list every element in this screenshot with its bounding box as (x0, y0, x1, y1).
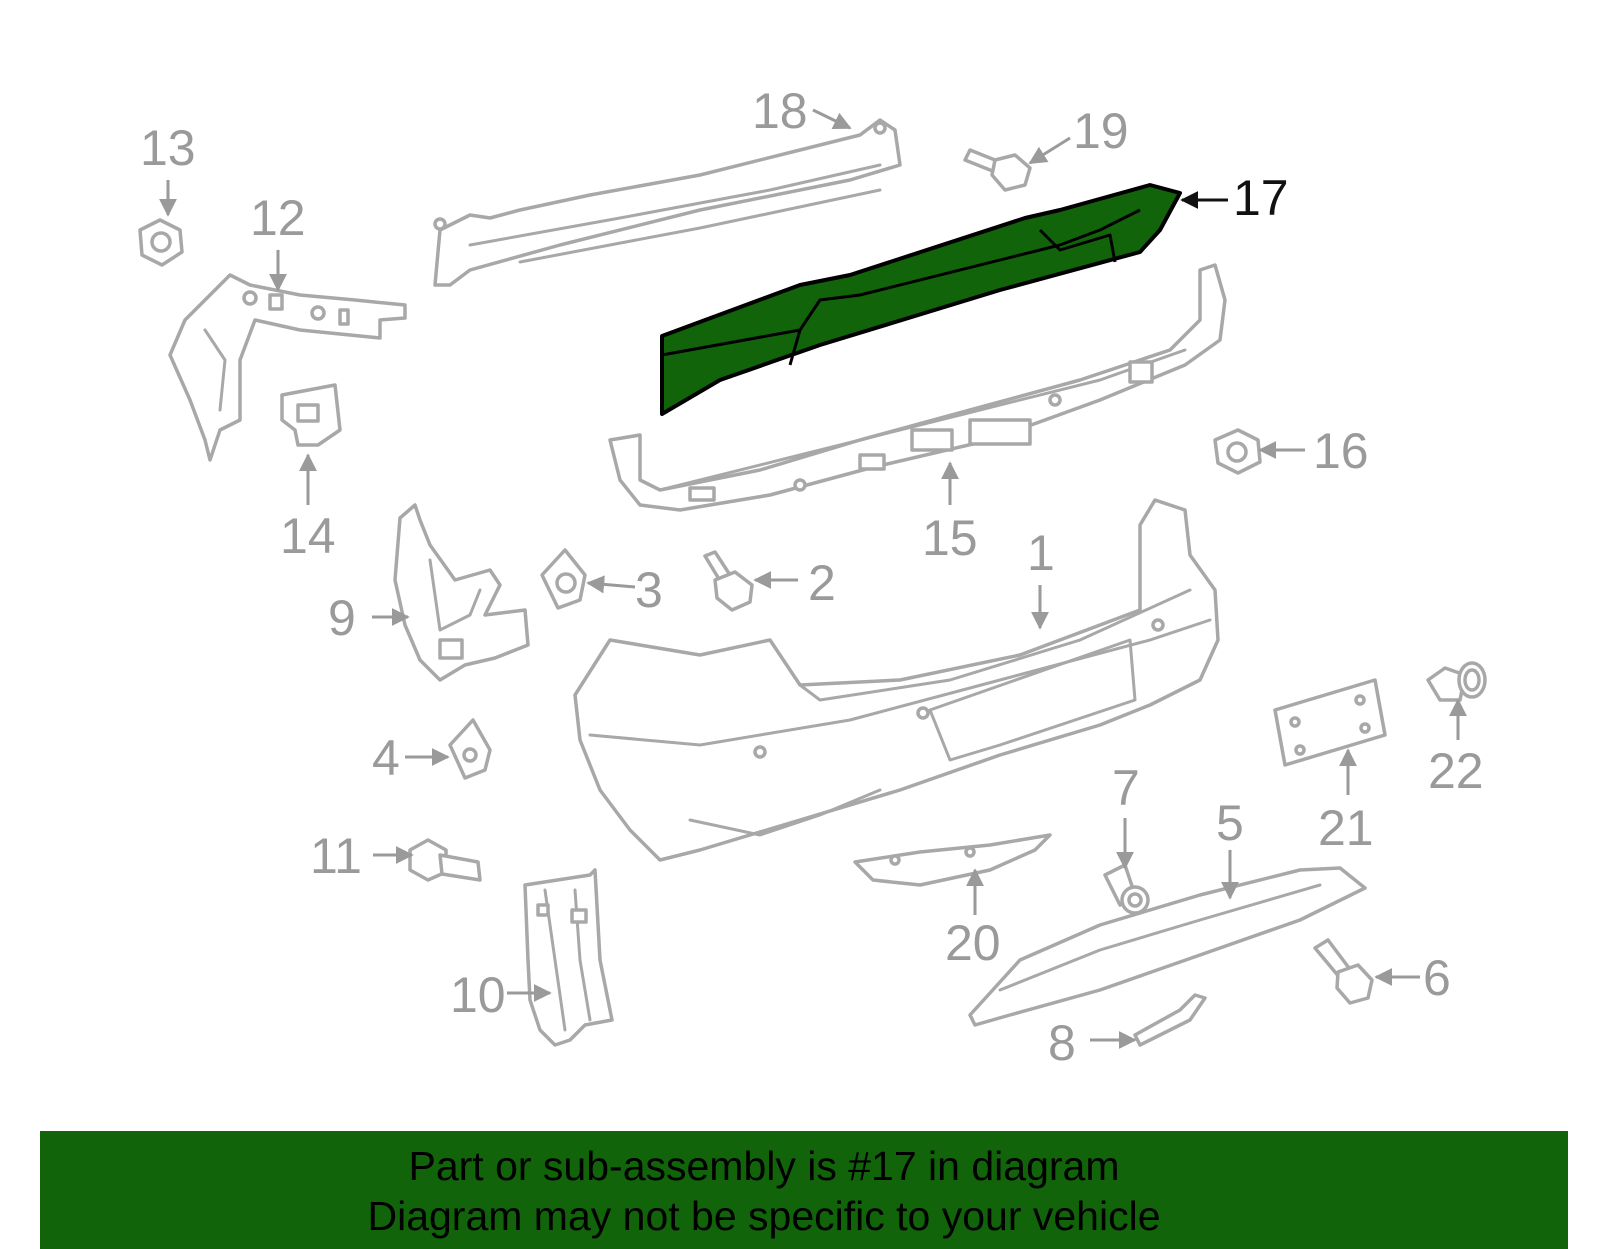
callout-labels: 18 19 17 13 12 14 16 15 1 3 2 9 4 11 7 5… (140, 83, 1484, 1071)
part-19-bolt[interactable] (963, 148, 1032, 192)
part-3-clip[interactable] (540, 548, 587, 610)
callout-leaders (159, 108, 1467, 1049)
part-8-trim[interactable] (1133, 993, 1207, 1047)
callout-21: 21 (1318, 800, 1374, 856)
part-11-screw[interactable] (408, 838, 482, 882)
callout-8: 8 (1048, 1015, 1076, 1071)
banner-line-2: Diagram may not be specific to your vehi… (367, 1193, 1161, 1239)
callout-14: 14 (280, 508, 336, 564)
callout-6: 6 (1423, 950, 1451, 1006)
callout-10: 10 (450, 967, 506, 1023)
callout-16: 16 (1313, 423, 1369, 479)
callout-20: 20 (945, 915, 1001, 971)
part-16-nut[interactable] (1213, 428, 1262, 475)
part-18-reinforcement-beam[interactable] (433, 118, 902, 287)
part-6-bolt[interactable] (1313, 938, 1374, 1005)
callout-5: 5 (1216, 795, 1244, 851)
part-2-bolt[interactable] (703, 550, 754, 612)
part-21-license-bracket[interactable] (1273, 678, 1387, 767)
callout-1: 1 (1027, 525, 1055, 581)
part-9-splash-guard[interactable] (393, 503, 530, 682)
part-5-diffuser[interactable] (968, 866, 1367, 1027)
callout-3: 3 (635, 562, 663, 618)
part-20-trim-strip[interactable] (853, 833, 1052, 887)
info-banner: Part or sub-assembly is #17 in diagram D… (40, 1131, 1568, 1249)
part-4-clip[interactable] (448, 718, 492, 780)
callout-9: 9 (328, 590, 356, 646)
callout-13: 13 (140, 120, 196, 176)
part-17-energy-absorber[interactable] (660, 183, 1182, 416)
banner-line-1: Part or sub-assembly is #17 in diagram (408, 1143, 1120, 1189)
part-22-sensor[interactable] (1426, 661, 1487, 702)
part-13-nut[interactable] (138, 218, 184, 267)
callout-7: 7 (1112, 760, 1140, 816)
callout-4: 4 (372, 730, 400, 786)
part-15-bumper-bracket[interactable] (608, 263, 1227, 512)
callout-11: 11 (310, 828, 362, 884)
callout-19: 19 (1073, 103, 1129, 159)
callout-2: 2 (808, 555, 836, 611)
part-12-left-bracket[interactable] (168, 273, 407, 462)
part-14-clip[interactable] (280, 383, 342, 447)
callout-15: 15 (922, 510, 978, 566)
callout-22: 22 (1428, 743, 1484, 799)
part-10-side-bracket[interactable] (523, 868, 614, 1047)
part-1-bumper-cover[interactable] (573, 498, 1220, 862)
part-7-pushpin[interactable] (1103, 863, 1150, 915)
callout-12: 12 (250, 190, 306, 246)
callout-18: 18 (752, 83, 808, 139)
callout-17[interactable]: 17 (1233, 170, 1289, 226)
